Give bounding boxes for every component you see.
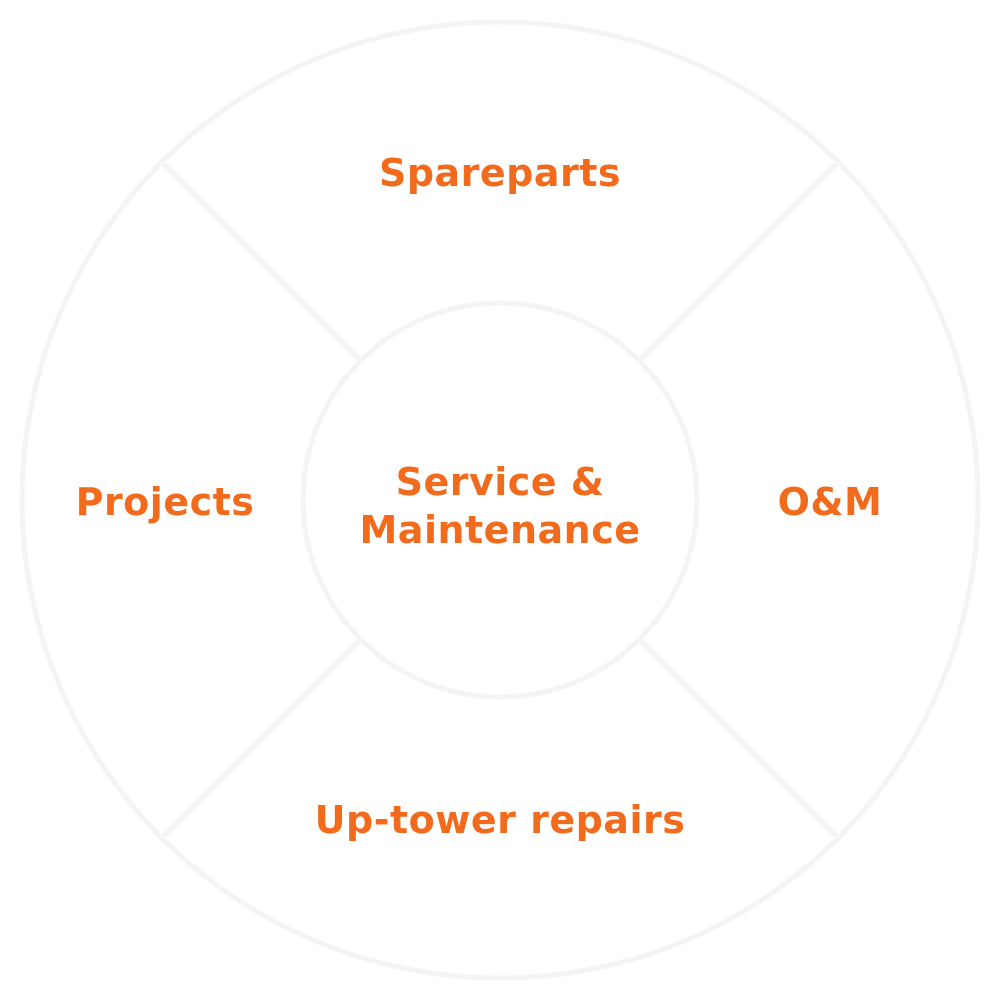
center-label: Service & Maintenance [300, 458, 700, 554]
outer-ring [19, 19, 981, 981]
center-label-line1: Service & [395, 460, 605, 504]
segment-label-up-tower-repairs: Up-tower repairs [314, 798, 686, 842]
divider-top-left [161, 161, 363, 363]
divider-top-right [637, 161, 839, 363]
segment-label-om: O&M [777, 480, 883, 524]
inner-ring [300, 300, 700, 700]
segment-label-projects: Projects [75, 480, 255, 524]
center-label-line2: Maintenance [359, 508, 641, 552]
divider-bottom-right [637, 637, 839, 839]
divider-bottom-left [161, 637, 363, 839]
segment-label-spareparts: Spareparts [378, 151, 622, 195]
